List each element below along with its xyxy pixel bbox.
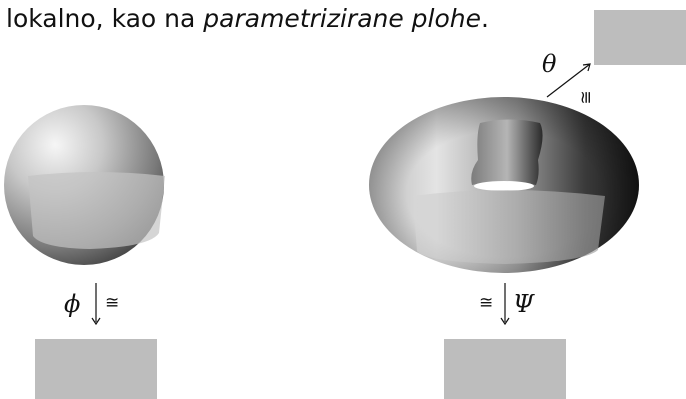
caption-suffix: . <box>481 4 489 33</box>
caption-prefix: lokalno, kao na <box>6 4 204 33</box>
theta-label: θ <box>542 50 557 78</box>
theta-arrow-head <box>582 63 591 72</box>
psi-cong-label: ≅ <box>479 293 494 313</box>
theta-arrow-line <box>546 63 591 98</box>
caption-emphasis: parametrizirane plohe <box>203 4 482 33</box>
sphere-patch <box>28 172 165 249</box>
phi-label: ϕ <box>64 290 81 318</box>
arrows <box>91 63 591 326</box>
sphere <box>4 105 165 265</box>
torus-hole-inner <box>471 119 543 185</box>
torus-hole <box>474 181 534 191</box>
phi-target-box <box>35 339 157 399</box>
psi-label: Ψ <box>513 290 535 318</box>
theta-cong-label: ≅ <box>576 90 597 105</box>
psi-arrow-head <box>500 317 510 326</box>
torus-patch <box>413 190 605 264</box>
psi-target-box <box>444 339 566 399</box>
torus <box>369 97 639 273</box>
caption-text: lokalno, kao na parametrizirane plohe. <box>6 4 489 33</box>
theta-target-box <box>594 10 686 65</box>
phi-cong-label: ≅ <box>105 293 120 313</box>
phi-arrow-head <box>91 317 101 326</box>
